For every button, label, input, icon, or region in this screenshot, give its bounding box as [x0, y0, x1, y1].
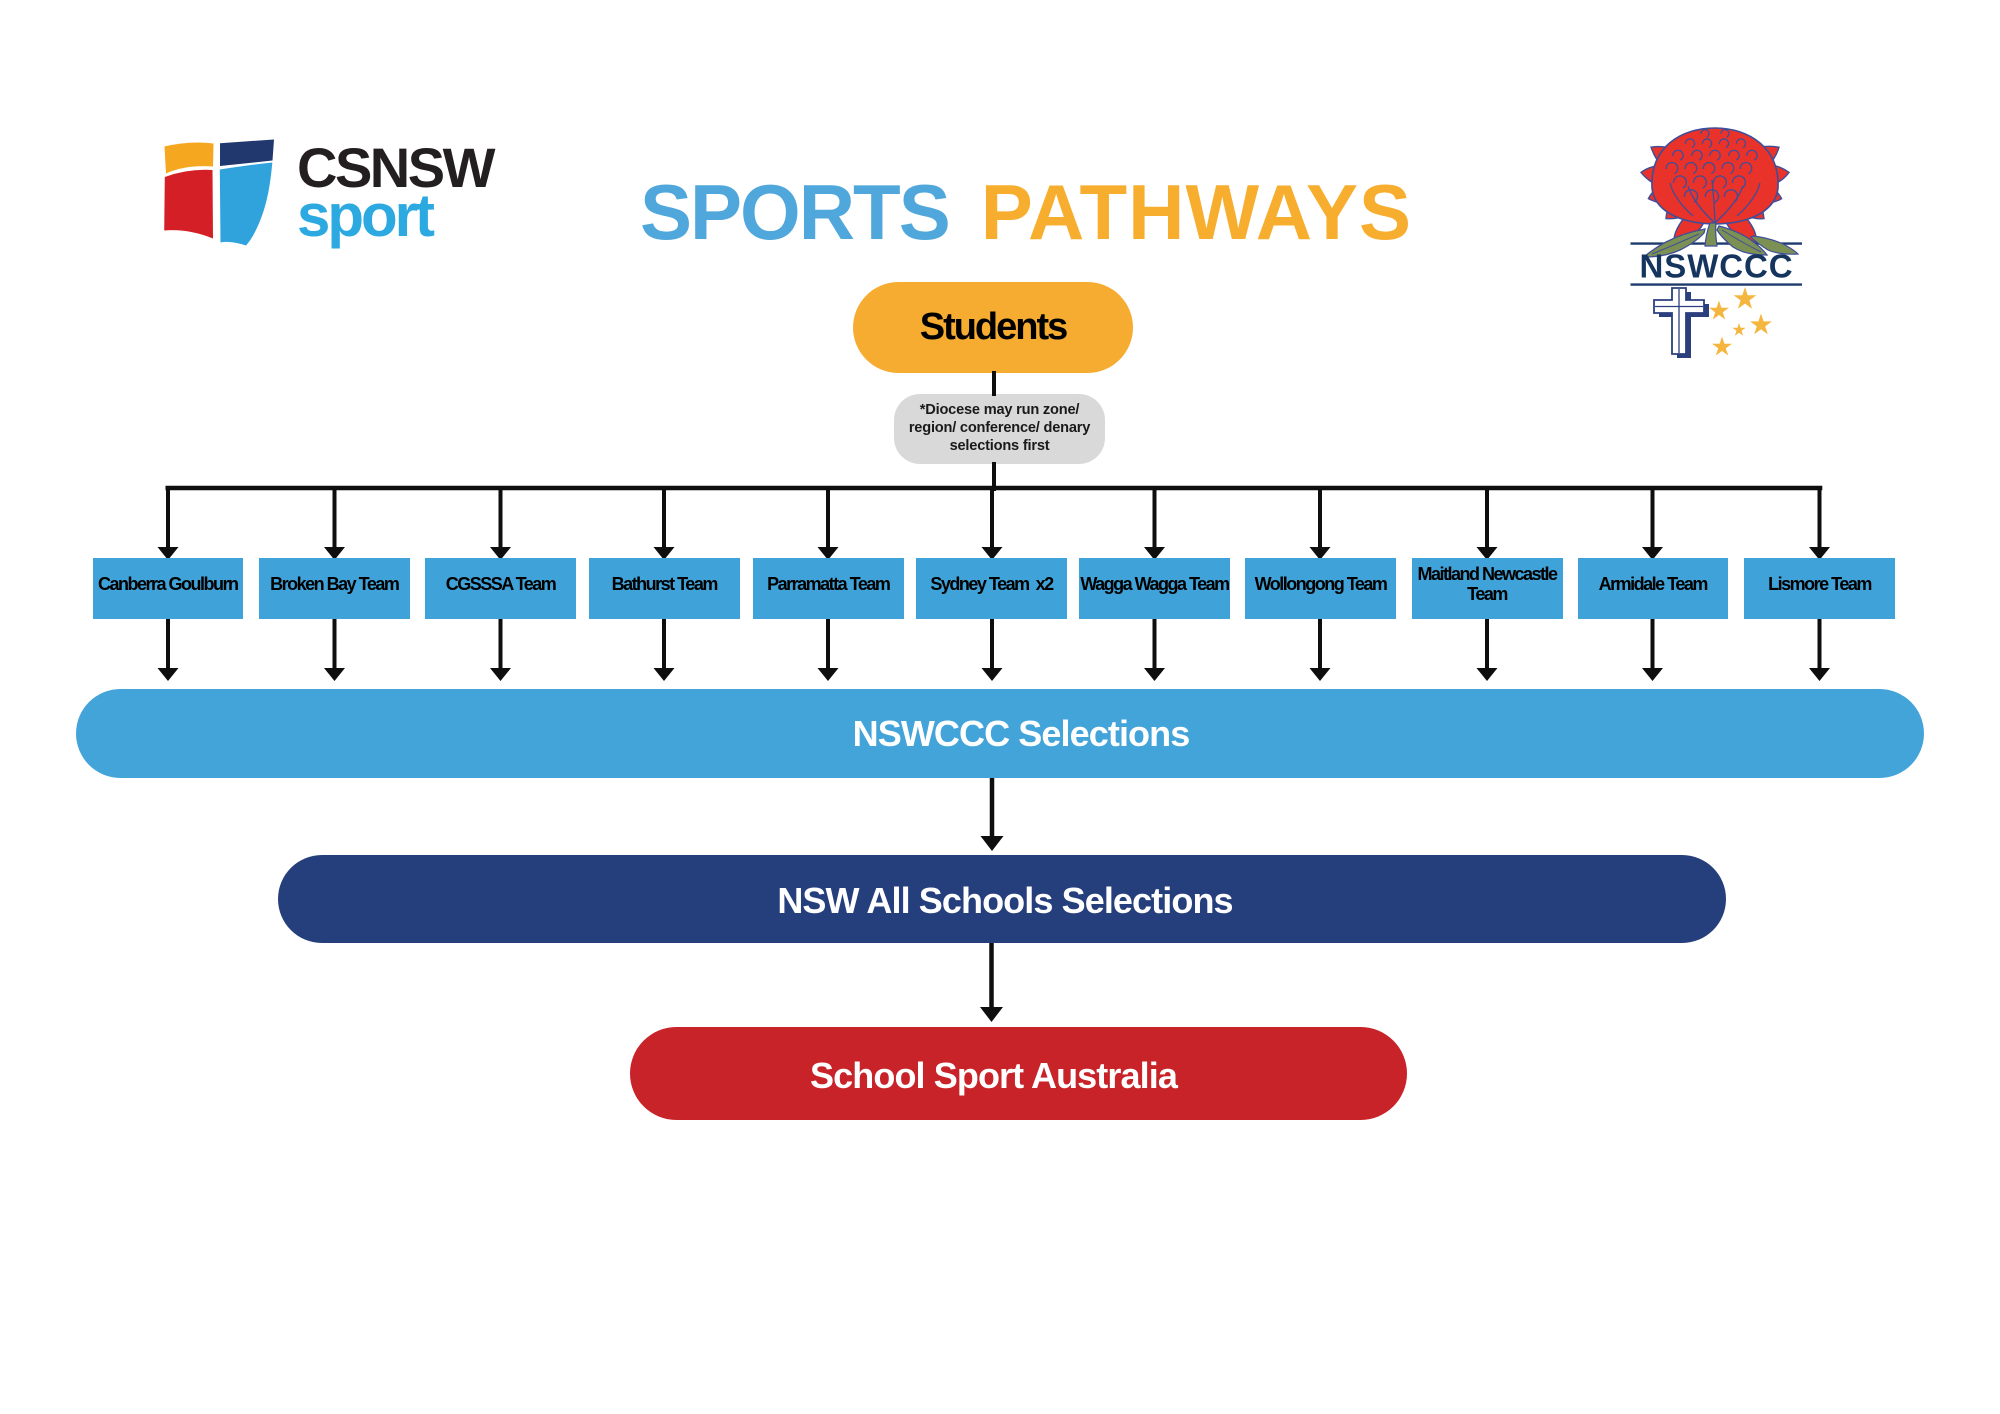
svg-text:NSWCCC: NSWCCC	[1640, 248, 1794, 285]
